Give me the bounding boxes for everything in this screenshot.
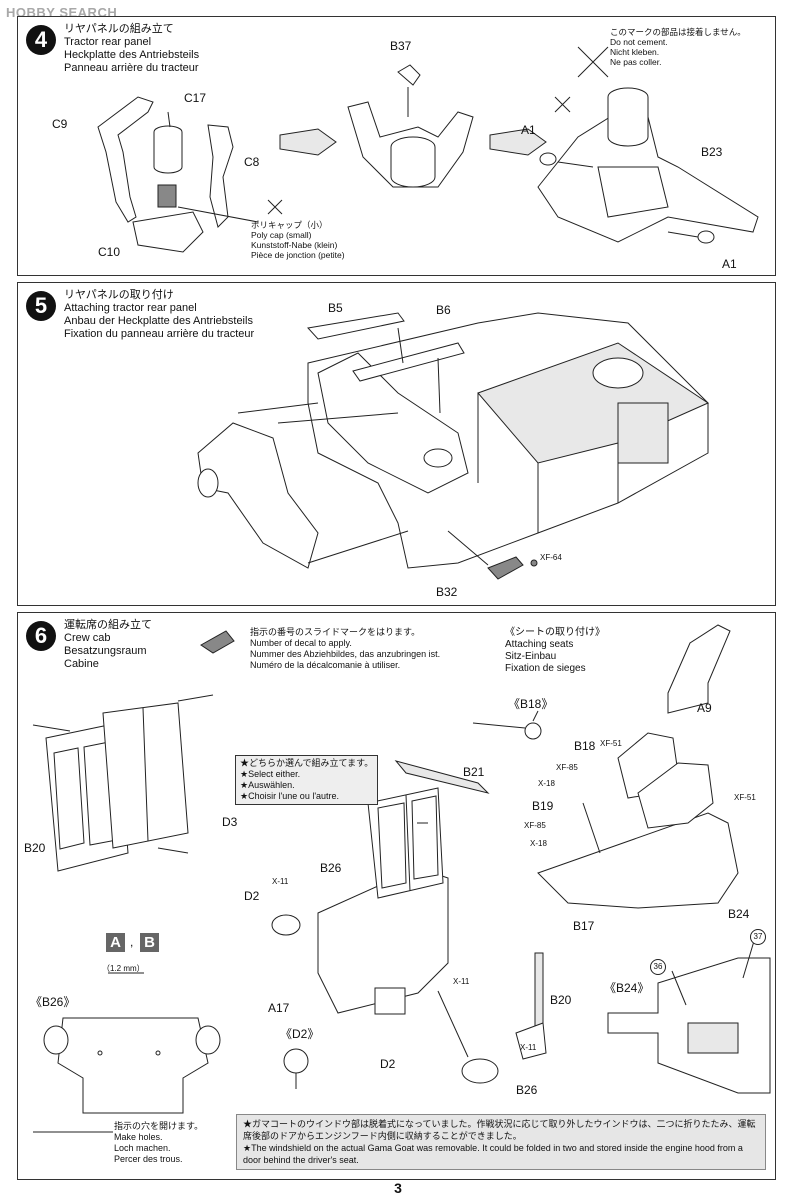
label-b21: B21 xyxy=(463,765,485,779)
step-5-panel: 5 リヤパネルの取り付け Attaching tractor rear pane… xyxy=(17,282,776,606)
chassis-drawing xyxy=(197,312,710,580)
make-holes-note: 指示の穴を開けます。 Make holes. Loch machen. Perc… xyxy=(114,1121,204,1164)
label-c8: C8 xyxy=(244,155,260,169)
select-either-note: ★どちらか選んで組み立てます。 ★Select either. ★Auswähl… xyxy=(235,755,379,805)
label-d2-top: D2 xyxy=(244,889,260,903)
label-d3: D3 xyxy=(222,815,238,829)
decal-36-marker: 36 xyxy=(650,959,666,975)
paint-xf51-b: XF-51 xyxy=(734,793,756,802)
label-c10: C10 xyxy=(98,245,121,259)
label-b17: B17 xyxy=(573,919,595,933)
page-number: 3 xyxy=(394,1180,402,1196)
variant-separator: , xyxy=(130,935,134,949)
no-cement-note: このマークの部品は接着しません。 Do not cement. Nicht kl… xyxy=(610,27,746,67)
label-b19: B19 xyxy=(532,799,554,813)
tractor-rear-panel-drawing xyxy=(97,46,759,253)
screw-x18-b: X-18 xyxy=(530,839,547,848)
screw-x11-a: X-11 xyxy=(272,877,289,886)
paint-xf85-a: XF-85 xyxy=(556,763,578,772)
label-b20-left: B20 xyxy=(24,841,46,855)
label-a17: A17 xyxy=(268,1001,290,1015)
step-4-panel: 4 リヤパネルの組み立て Tractor rear panel Heckplat… xyxy=(17,16,776,276)
windshield-footnote: ★ガマコートのウインドウ部は脱着式になっていました。作戦状況に応じて取り外したウ… xyxy=(236,1114,766,1170)
variant-tag-a: A xyxy=(106,933,125,952)
attaching-seats-title: 《シートの取り付け》 Attaching seats Sitz-Einbau F… xyxy=(505,627,605,674)
step-number: 6 xyxy=(26,621,56,651)
paint-xf85-b: XF-85 xyxy=(524,821,546,830)
label-b6: B6 xyxy=(436,303,451,317)
label-b26-detail: 《B26》 xyxy=(30,995,76,1009)
drill-size: （1.2 mm） xyxy=(102,964,145,973)
label-b5: B5 xyxy=(328,301,343,315)
label-b32: B32 xyxy=(436,585,458,599)
screw-x11-c: X-11 xyxy=(520,1043,537,1052)
step-6-panel: 6 運転席の組み立て Crew cab Besatzungsraum Cabin… xyxy=(17,612,776,1180)
label-b26-bottom: B26 xyxy=(516,1083,538,1097)
label-c17: C17 xyxy=(184,91,207,105)
variant-tag-b: B xyxy=(140,933,159,952)
label-b23: B23 xyxy=(701,145,723,159)
decal-37-marker: 37 xyxy=(750,929,766,945)
label-b37: B37 xyxy=(390,39,412,53)
step-number: 5 xyxy=(26,291,56,321)
label-c9: C9 xyxy=(52,117,68,131)
label-a1-top: A1 xyxy=(521,123,536,137)
paint-xf64: XF-64 xyxy=(540,553,562,562)
step-title: リヤパネルの取り付け Attaching tractor rear panel … xyxy=(64,289,255,340)
label-b24-detail: 《B24》 xyxy=(604,981,650,995)
crew-cab-drawing xyxy=(32,624,771,1133)
step-title: リヤパネルの組み立て Tractor rear panel Heckplatte… xyxy=(64,23,200,74)
screw-x18-a: X-18 xyxy=(538,779,555,788)
label-a9: A9 xyxy=(697,701,712,715)
label-a1-bottom: A1 xyxy=(722,257,737,271)
label-b26: B26 xyxy=(320,861,342,875)
screw-x11-b: X-11 xyxy=(453,977,470,986)
label-b20-right: B20 xyxy=(550,993,572,1007)
label-d2-detail: 《D2》 xyxy=(280,1027,320,1041)
label-d2-bottom: D2 xyxy=(380,1057,396,1071)
label-b18: B18 xyxy=(574,739,596,753)
label-b18-detail: 《B18》 xyxy=(508,697,554,711)
polycap-note: ポリキャップ（小） Poly cap (small) Kunststoff-Na… xyxy=(251,220,345,260)
paint-xf51-a: XF-51 xyxy=(600,739,622,748)
label-b24: B24 xyxy=(728,907,750,921)
decal-note: 指示の番号のスライドマークをはります。 Number of decal to a… xyxy=(250,627,441,670)
step-number: 4 xyxy=(26,25,56,55)
step-title: 運転席の組み立て Crew cab Besatzungsraum Cabine xyxy=(64,619,152,670)
